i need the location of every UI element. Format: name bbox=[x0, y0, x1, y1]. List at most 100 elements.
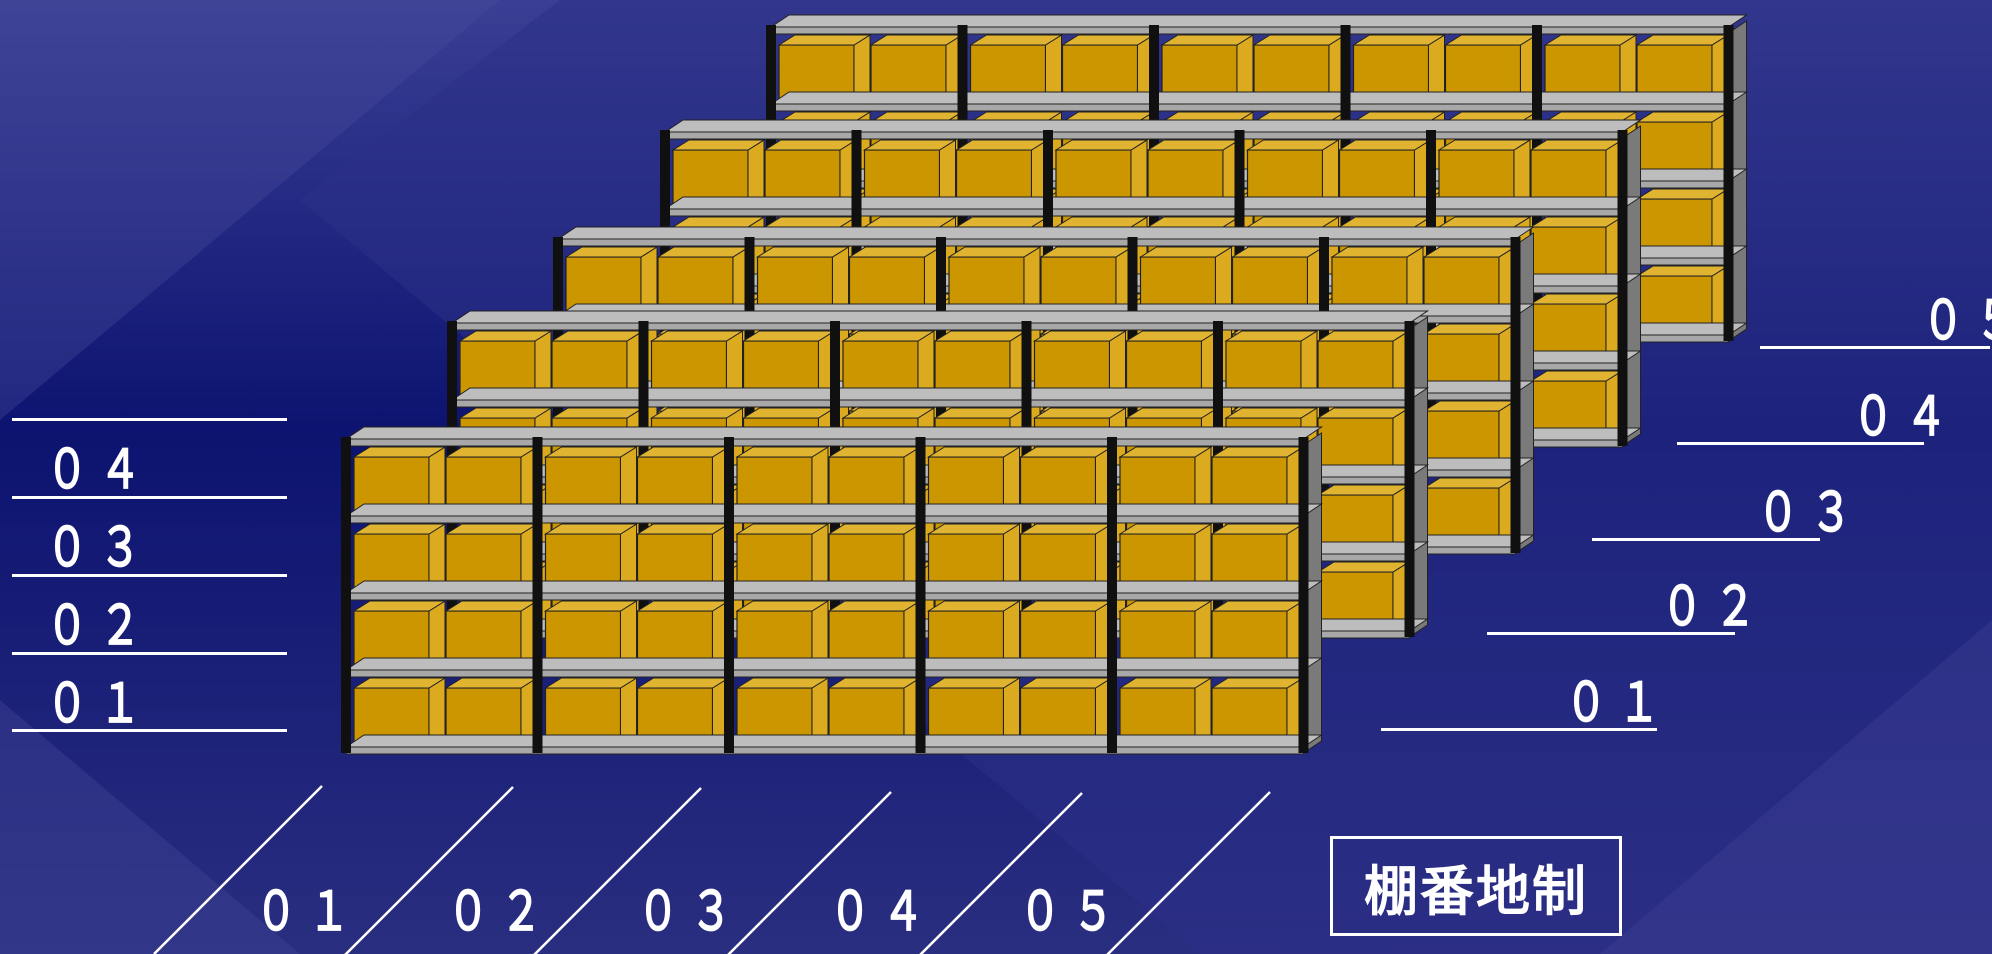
box-top bbox=[652, 331, 743, 341]
row-label-05: ０５ bbox=[1922, 294, 1992, 348]
box-top bbox=[446, 601, 537, 611]
shelf-edge bbox=[558, 239, 1516, 246]
box-top bbox=[1120, 678, 1211, 688]
column-label-02: ０２ bbox=[447, 885, 553, 939]
box-top bbox=[638, 447, 729, 457]
box-top bbox=[1531, 140, 1622, 150]
box-top bbox=[949, 247, 1040, 257]
box-top bbox=[765, 217, 856, 227]
box-top bbox=[1545, 35, 1636, 45]
box-top bbox=[1212, 601, 1303, 611]
shelf-top bbox=[452, 311, 1428, 323]
box-top bbox=[1318, 562, 1409, 572]
box-top bbox=[354, 601, 445, 611]
title-text: 棚番地制 bbox=[1364, 847, 1588, 926]
box-top bbox=[1035, 408, 1126, 418]
box-top bbox=[779, 35, 870, 45]
rack-post bbox=[1618, 130, 1628, 446]
box-top bbox=[1162, 35, 1253, 45]
level-underline bbox=[12, 652, 287, 655]
box-top bbox=[1226, 408, 1317, 418]
box-top bbox=[1637, 189, 1728, 199]
box-top bbox=[829, 601, 920, 611]
box-top bbox=[1141, 247, 1232, 257]
box-top bbox=[1212, 447, 1303, 457]
shelf-top bbox=[346, 735, 1322, 747]
shelf-edge bbox=[771, 27, 1729, 34]
box-top bbox=[1531, 371, 1622, 381]
column-label-03: ０３ bbox=[637, 885, 743, 939]
box-top bbox=[1127, 331, 1218, 341]
box-top bbox=[765, 140, 856, 150]
row-label-01: ０１ bbox=[1565, 676, 1671, 730]
box-top bbox=[865, 217, 956, 227]
box-top bbox=[1637, 266, 1728, 276]
rack-post bbox=[916, 437, 926, 753]
box-top bbox=[354, 447, 445, 457]
box-top bbox=[1056, 217, 1147, 227]
shelf-edge bbox=[346, 670, 1304, 677]
shelf-edge bbox=[346, 439, 1304, 446]
box-top bbox=[1021, 524, 1112, 534]
rack-post bbox=[1511, 237, 1521, 553]
box-top bbox=[737, 601, 828, 611]
rack-post bbox=[533, 437, 543, 753]
box-top bbox=[546, 524, 637, 534]
row-underline bbox=[1381, 728, 1657, 731]
level-label-04: ０４ bbox=[46, 443, 152, 497]
shelf-top bbox=[346, 427, 1322, 439]
box-top bbox=[929, 678, 1020, 688]
box-top bbox=[552, 408, 643, 418]
box-top bbox=[1424, 401, 1515, 411]
box-top bbox=[829, 678, 920, 688]
box-top bbox=[1021, 447, 1112, 457]
rack-post bbox=[1107, 437, 1117, 753]
box-top bbox=[1127, 408, 1218, 418]
box-top bbox=[638, 601, 729, 611]
shelf-edge bbox=[665, 132, 1623, 139]
box-top bbox=[971, 35, 1062, 45]
shelf-top bbox=[665, 120, 1641, 132]
box-top bbox=[1212, 524, 1303, 534]
box-top bbox=[935, 331, 1026, 341]
shelf-top bbox=[665, 197, 1641, 209]
box-top bbox=[1318, 331, 1409, 341]
box-top bbox=[1424, 478, 1515, 488]
box-top bbox=[1248, 217, 1339, 227]
box-top bbox=[829, 524, 920, 534]
level-label-02: ０２ bbox=[46, 599, 152, 653]
box-top bbox=[1120, 601, 1211, 611]
box-top bbox=[1318, 485, 1409, 495]
shelf-top bbox=[558, 227, 1534, 239]
box-top bbox=[737, 678, 828, 688]
row-underline bbox=[1592, 538, 1820, 541]
box-top bbox=[1021, 601, 1112, 611]
box-top bbox=[1254, 35, 1345, 45]
rack-post bbox=[1405, 321, 1415, 637]
box-top bbox=[1637, 112, 1728, 122]
column-label-05: ０５ bbox=[1019, 885, 1125, 939]
box-top bbox=[1424, 247, 1515, 257]
shelf-top bbox=[771, 92, 1747, 104]
box-top bbox=[1148, 217, 1239, 227]
column-pointer-line bbox=[1102, 792, 1270, 954]
box-top bbox=[843, 408, 934, 418]
shelf-top bbox=[452, 388, 1428, 400]
box-top bbox=[829, 447, 920, 457]
box-top bbox=[744, 408, 835, 418]
box-top bbox=[1148, 140, 1239, 150]
box-top bbox=[1340, 217, 1431, 227]
box-top bbox=[546, 447, 637, 457]
row-label-04: ０４ bbox=[1852, 390, 1958, 444]
shelf-top bbox=[346, 581, 1322, 593]
box-top bbox=[1233, 247, 1324, 257]
rack-post bbox=[341, 437, 351, 753]
shelf-edge bbox=[346, 747, 1304, 754]
box-top bbox=[957, 140, 1048, 150]
shelf-edge bbox=[452, 323, 1410, 330]
level-underline bbox=[12, 496, 287, 499]
box-top bbox=[546, 601, 637, 611]
row-underline bbox=[1487, 632, 1735, 635]
box-top bbox=[929, 601, 1020, 611]
